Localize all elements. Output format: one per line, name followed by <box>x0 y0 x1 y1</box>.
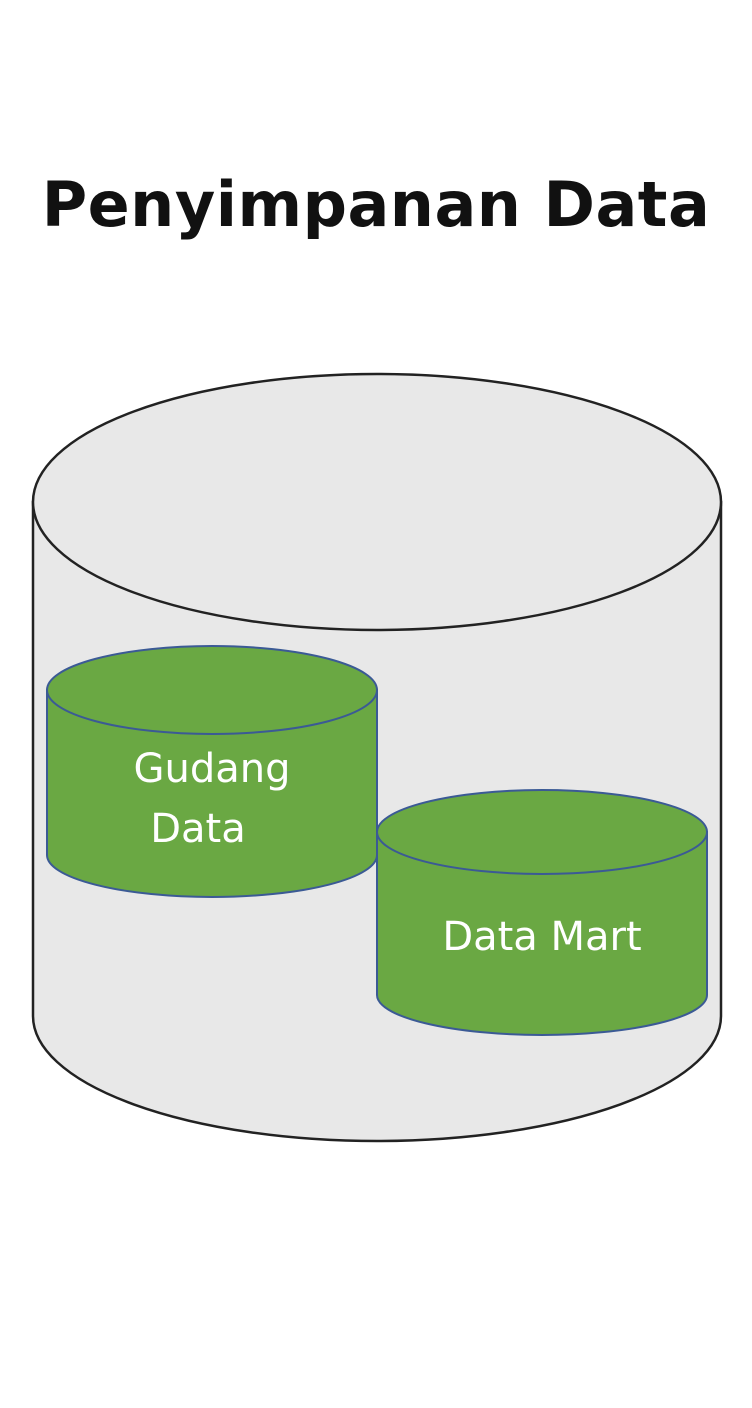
gudang-data-label-line-2: Data <box>150 806 246 852</box>
data-mart-cylinder-top <box>376 789 708 875</box>
cylinder-data-mart: Data Mart <box>376 789 708 1036</box>
page-title: Penyimpanan Data <box>41 168 711 241</box>
gudang-data-cylinder-body <box>46 689 378 898</box>
gudang-data-label-line-1: Gudang <box>134 746 291 792</box>
data-mart-cylinder-body <box>376 831 708 1036</box>
data-mart-label: Data Mart <box>442 914 641 960</box>
gudang-data-cylinder-top <box>46 645 378 735</box>
cylinder-gudang-data: Gudang Data <box>46 645 378 898</box>
outer-cylinder-top <box>31 372 723 632</box>
